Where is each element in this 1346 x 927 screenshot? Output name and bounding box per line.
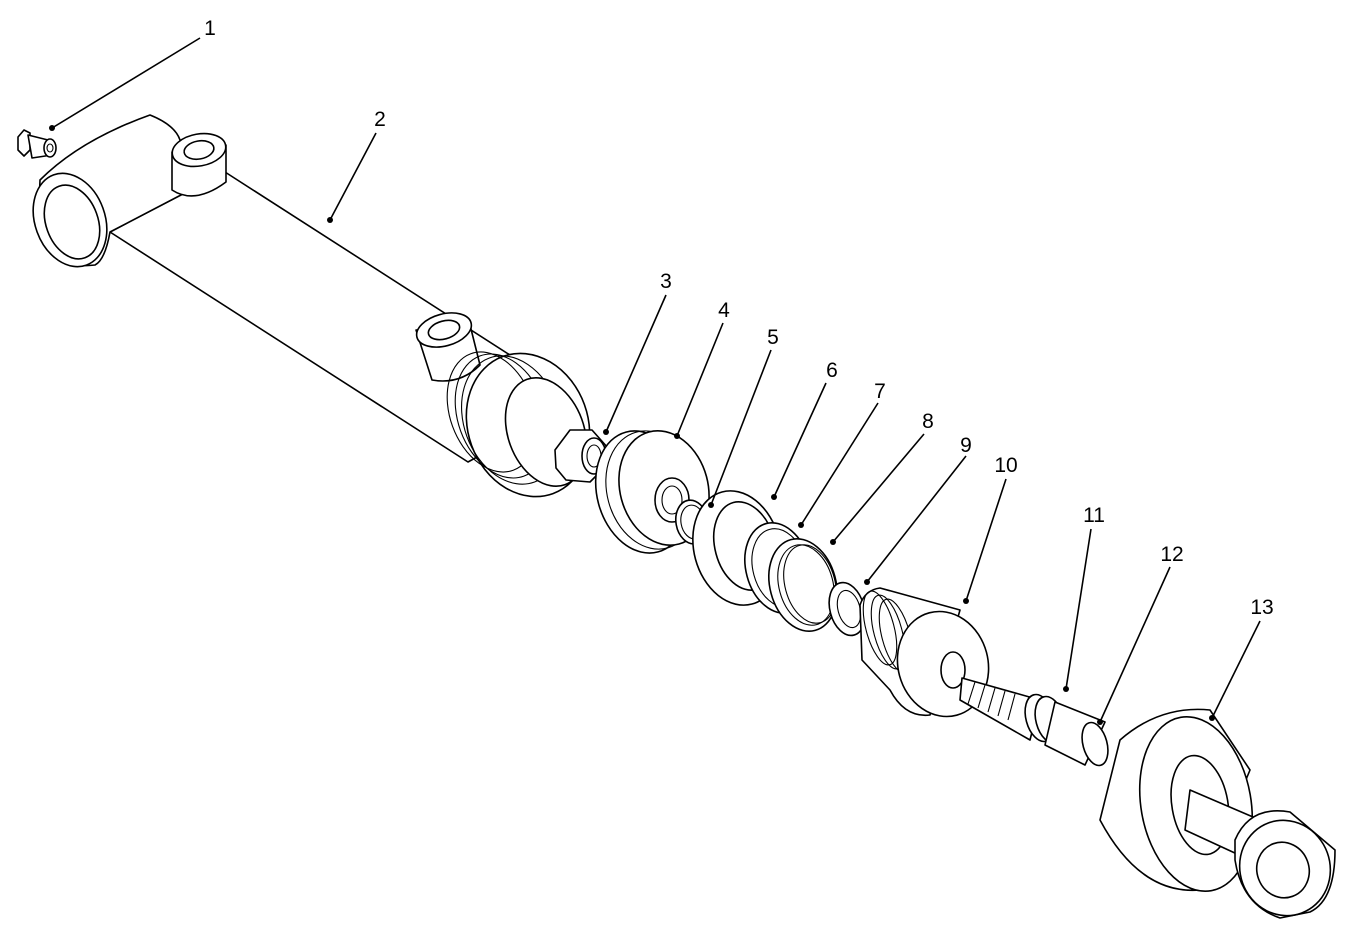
callout-7: 7	[874, 380, 886, 403]
callout-2: 2	[374, 108, 386, 131]
callout-labels: 1 2 3 4 5 6 7 8 9 10 11 12 13	[204, 17, 1274, 619]
callout-4: 4	[718, 299, 730, 322]
callout-1: 1	[204, 17, 216, 40]
callout-12: 12	[1160, 543, 1183, 566]
callout-6: 6	[826, 359, 838, 382]
callout-8: 8	[922, 410, 934, 433]
callout-9: 9	[960, 434, 972, 457]
callout-10: 10	[994, 454, 1017, 477]
leader-dots	[49, 125, 1215, 725]
part-12-piston-rod	[1044, 701, 1109, 767]
leader-lines	[51, 37, 1261, 723]
callout-3: 3	[660, 270, 672, 293]
callout-13: 13	[1250, 596, 1273, 619]
part-2-cylinder-barrel	[32, 114, 591, 498]
part-13-rod-eye	[1099, 708, 1336, 919]
callout-5: 5	[767, 326, 779, 349]
callout-11: 11	[1083, 504, 1105, 527]
part-8-seal	[768, 538, 838, 632]
part-1-grease-fitting	[17, 129, 57, 159]
part-9-wiper	[828, 581, 866, 637]
